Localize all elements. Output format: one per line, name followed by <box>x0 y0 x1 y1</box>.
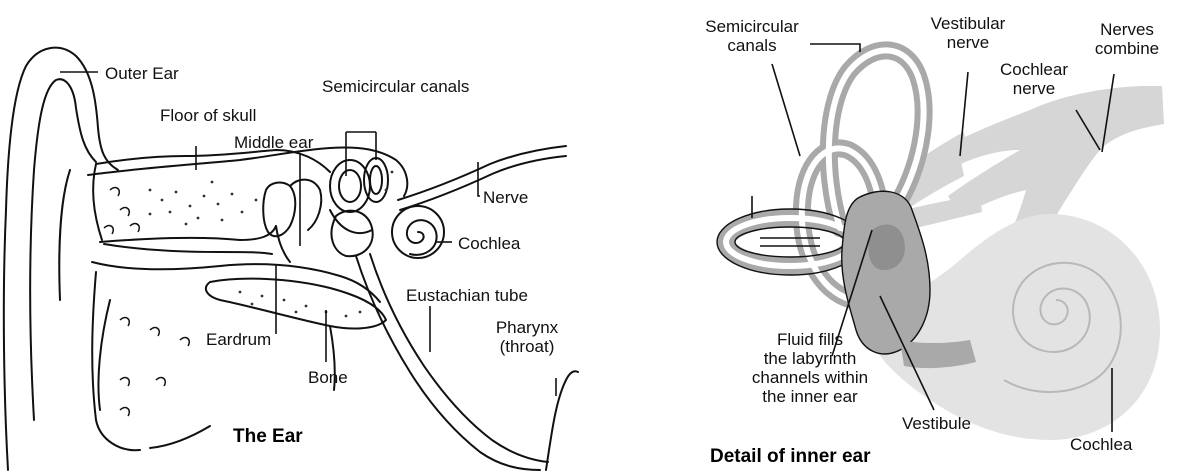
label-vestibular-line1: Vestibular <box>920 14 1016 33</box>
label-cochlea-right: Cochlea <box>1070 435 1132 454</box>
label-semicircular-right-line2: canals <box>696 36 808 55</box>
label-nerves-combine-line1: Nerves <box>1084 20 1170 39</box>
label-fluid-line1: Fluid fills <box>746 330 874 349</box>
label-fluid-fills: Fluid fills the labyrinth channels withi… <box>746 330 874 406</box>
label-vestibular-nerve: Vestibular nerve <box>920 14 1016 52</box>
label-fluid-line4: the inner ear <box>746 387 874 406</box>
label-semicircular-canals-right: Semicircular canals <box>696 17 808 55</box>
label-vestibular-line2: nerve <box>920 33 1016 52</box>
label-fluid-line3: channels within <box>746 368 874 387</box>
label-cochlear-nerve: Cochlear nerve <box>992 60 1076 98</box>
label-cochlear-nerve-line1: Cochlear <box>992 60 1076 79</box>
label-semicircular-right-line1: Semicircular <box>696 17 808 36</box>
label-nerves-combine-line2: combine <box>1084 39 1170 58</box>
title-detail-of-inner-ear: Detail of inner ear <box>710 446 871 468</box>
label-vestibule: Vestibule <box>902 414 971 433</box>
label-fluid-line2: the labyrinth <box>746 349 874 368</box>
label-nerves-combine: Nerves combine <box>1084 20 1170 58</box>
label-cochlear-nerve-line2: nerve <box>992 79 1076 98</box>
